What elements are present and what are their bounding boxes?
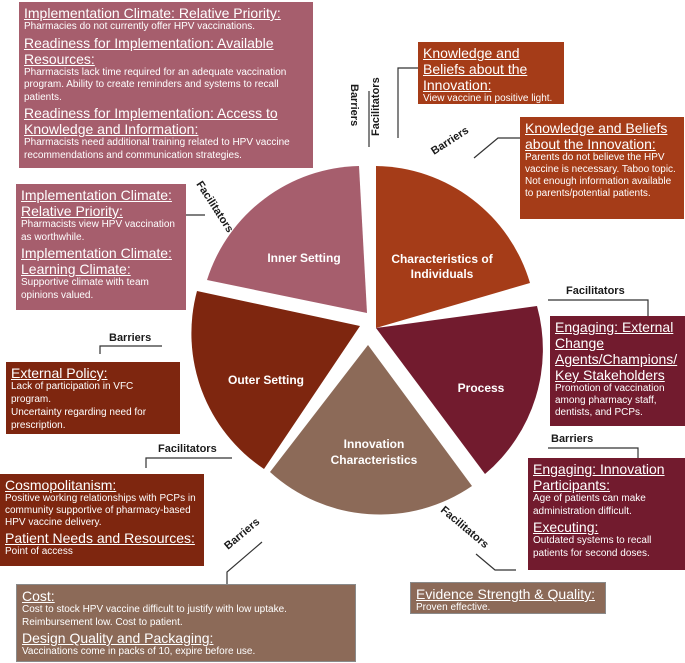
heading: Design Quality and Packaging: (22, 630, 214, 646)
heading: Knowledge and Beliefs about the Innovati… (423, 45, 528, 93)
label-facilitators-process: Facilitators (566, 285, 625, 297)
text: Positive working relationships with PCPs… (5, 493, 196, 528)
box-process-facilitators: Engaging: External Change Agents/Champio… (550, 316, 685, 426)
segment-label-inner: Inner Setting (267, 251, 340, 265)
text: Outdated systems to recall patients for … (533, 535, 652, 559)
heading: Cosmopolitanism: (5, 477, 117, 493)
box-innovation-barriers: Cost: Cost to stock HPV vaccine difficul… (16, 584, 356, 662)
segment-label-innovation-line1: Innovation (344, 437, 405, 451)
label-barriers-outer: Barriers (109, 332, 151, 344)
text: Pharmacies do not currently offer HPV va… (24, 21, 256, 32)
connector-outer-barriers (99, 345, 162, 354)
text: Pharmacists need additional training rel… (24, 137, 290, 161)
text: Supportive climate with team opinions va… (21, 277, 149, 301)
connector-process-facilitators (548, 299, 649, 316)
segment-inner-setting (207, 166, 367, 313)
connector-innovation-facilitators (475, 553, 516, 571)
box-individuals-facilitators: Knowledge and Beliefs about the Innovati… (418, 42, 564, 104)
text: Proven effective. (416, 602, 491, 613)
segment-label-innovation-line2: Characteristics (331, 453, 418, 467)
segment-label-process: Process (458, 381, 505, 395)
connector-process-barriers (548, 447, 639, 458)
label-barriers-inner: Barriers (348, 84, 360, 126)
text: Parents do not believe the HPV vaccine i… (525, 152, 676, 199)
heading: Knowledge and Beliefs about the Innovati… (525, 120, 668, 152)
box-process-barriers: Engaging: Innovation Participants: Age o… (528, 458, 685, 570)
text: Lack of participation in VFC program. (11, 381, 134, 405)
label-barriers-process: Barriers (551, 433, 593, 445)
text: Point of access (5, 546, 73, 557)
label-barriers-individuals: Barriers (429, 124, 471, 157)
heading: Implementation Climate: Learning Climate… (21, 245, 172, 277)
heading: Executing: (533, 519, 599, 535)
box-individuals-barriers: Knowledge and Beliefs about the Innovati… (520, 117, 684, 219)
connector-individuals-barriers (473, 137, 520, 159)
text: Vaccinations come in packs of 10, expire… (22, 646, 256, 657)
connector-individuals-facilitators (397, 67, 418, 138)
segment-label-individuals-line1: Characteristics of (391, 252, 493, 266)
connector-outer-facilitators (145, 457, 232, 468)
text: Promotion of vaccination among pharmacy … (555, 383, 665, 418)
pie-chart (191, 166, 543, 515)
box-innovation-facilitators: Evidence Strength & Quality: Proven effe… (410, 582, 606, 614)
label-facilitators-individuals: Facilitators (370, 77, 382, 136)
label-facilitators-innovation: Facilitators (438, 504, 491, 551)
box-inner-barriers: Implementation Climate: Relative Priorit… (19, 2, 313, 168)
text: Uncertainty regarding need for prescript… (11, 407, 147, 431)
heading: External Policy: (11, 365, 108, 381)
text: Age of patients can make administration … (533, 493, 646, 517)
heading: Engaging: External Change Agents/Champio… (555, 319, 678, 383)
segment-outer-setting (191, 291, 360, 469)
heading: Engaging: Innovation Participants: (533, 461, 665, 493)
segment-process (376, 306, 543, 474)
heading: Patient Needs and Resources: (5, 530, 195, 546)
label-facilitators-outer: Facilitators (158, 443, 217, 455)
box-outer-facilitators: Cosmopolitanism: Positive working relati… (0, 474, 204, 566)
segment-innovation-characteristics (270, 345, 472, 515)
text: View vaccine in positive light. Educated… (423, 93, 553, 104)
text: Pharmacists lack time required for an ad… (24, 66, 287, 103)
heading: Implementation Climate: Relative Priorit… (21, 187, 172, 219)
heading: Readiness for Implementation: Access to … (24, 105, 278, 137)
heading: Cost: (22, 588, 55, 604)
heading: Implementation Climate: Relative Priorit… (24, 5, 281, 21)
segment-label-outer: Outer Setting (228, 373, 304, 387)
box-outer-barriers: External Policy: Lack of participation i… (6, 362, 180, 434)
text: Pharmacists view HPV vaccination as wort… (21, 219, 175, 243)
connector-innovation-barriers (226, 541, 263, 584)
heading: Readiness for Implementation: Available … (24, 34, 274, 67)
box-inner-facilitators: Implementation Climate: Relative Priorit… (16, 184, 186, 310)
label-facilitators-inner: Facilitators (193, 179, 235, 235)
segment-characteristics-of-individuals (376, 166, 530, 328)
heading: Evidence Strength & Quality: (416, 586, 595, 602)
text: Cost to stock HPV vaccine difficult to j… (22, 604, 287, 628)
segment-label-individuals-line2: Individuals (411, 267, 474, 281)
